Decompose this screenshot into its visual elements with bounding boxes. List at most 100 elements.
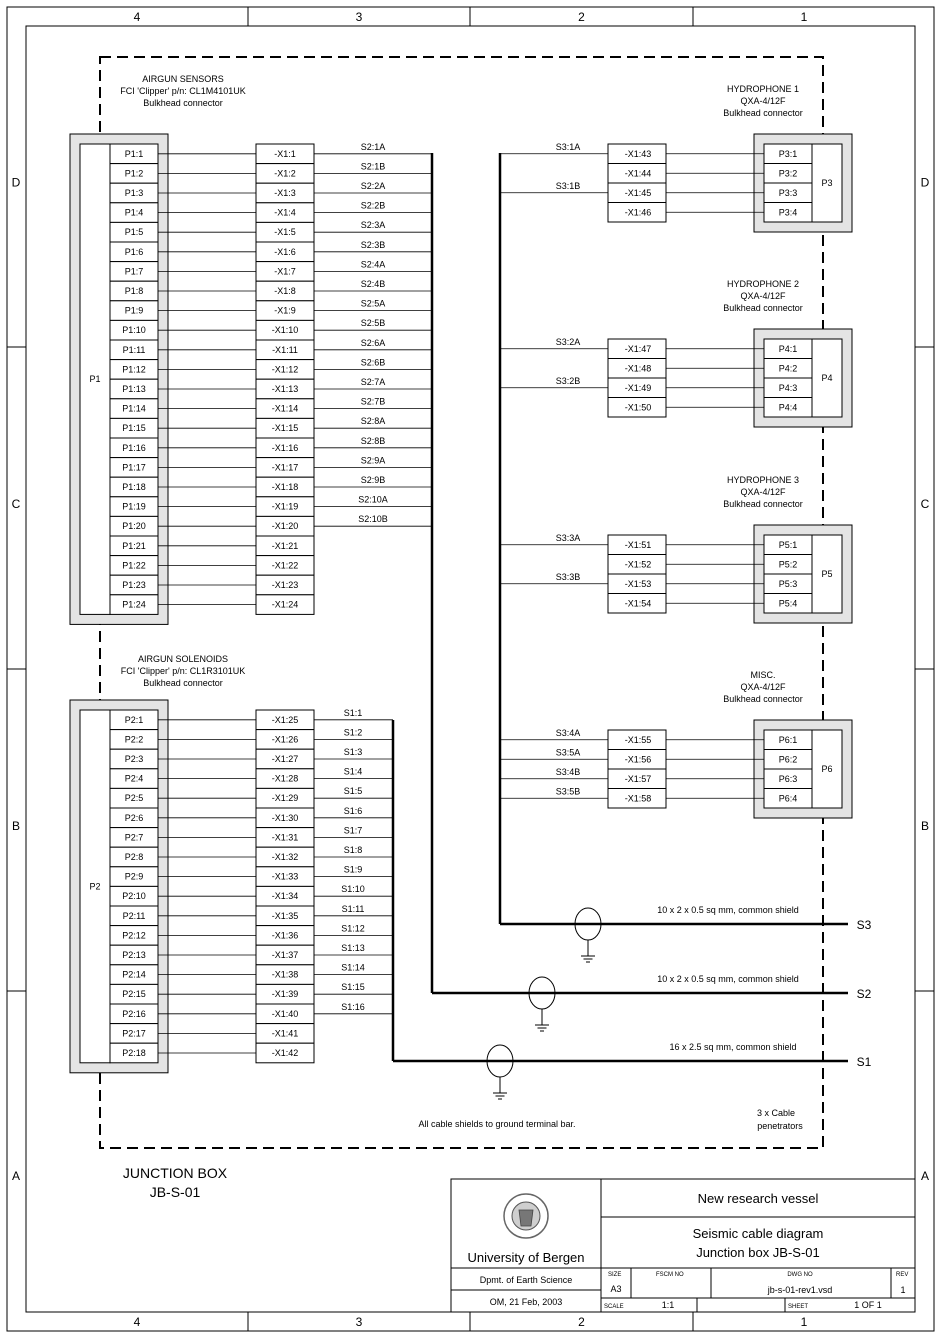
row-label: C xyxy=(12,497,21,511)
pin-label: P1:15 xyxy=(122,423,146,433)
wire-label: S1:5 xyxy=(344,786,363,796)
wire-label: S1:9 xyxy=(344,865,363,875)
terminal-label: -X1:10 xyxy=(272,325,299,335)
wire-label: S3:4B xyxy=(556,767,581,777)
column-label: 2 xyxy=(578,1315,585,1329)
junction-box-outline xyxy=(99,56,824,1149)
wire-label: S2:3A xyxy=(361,220,386,230)
terminal-label: -X1:25 xyxy=(272,715,299,725)
wire-label: S2:6A xyxy=(361,338,386,348)
wire-label: S2:1A xyxy=(361,142,386,152)
terminal-label: -X1:57 xyxy=(625,774,652,784)
note-penetrators: 3 x Cable xyxy=(757,1108,795,1118)
cable-id: S3 xyxy=(857,918,872,932)
connector-name: P3 xyxy=(821,178,832,188)
pin-label: P2:7 xyxy=(125,832,144,842)
row-label: D xyxy=(12,176,21,190)
wire-label: S1:15 xyxy=(341,982,365,992)
column-label: 1 xyxy=(801,1315,808,1329)
connector-header: AIRGUN SOLENOIDS xyxy=(138,654,228,664)
connector-header: AIRGUN SENSORS xyxy=(142,74,224,84)
wire-label: S1:7 xyxy=(344,825,363,835)
pin-label: P3:1 xyxy=(779,149,798,159)
pin-label: P1:3 xyxy=(125,188,144,198)
wire-label: S1:13 xyxy=(341,943,365,953)
wire-label: S2:2B xyxy=(361,201,386,211)
terminal-label: -X1:36 xyxy=(272,930,299,940)
terminal-label: -X1:12 xyxy=(272,364,299,374)
wire-label: S2:1B xyxy=(361,161,386,171)
pin-label: P2:8 xyxy=(125,852,144,862)
terminal-label: -X1:55 xyxy=(625,735,652,745)
connector-header: QXA-4/12F xyxy=(740,682,786,692)
connector-header: MISC. xyxy=(750,670,775,680)
pin-label: P1:7 xyxy=(125,266,144,276)
wire-label: S2:5B xyxy=(361,318,386,328)
sheet-value: 1 OF 1 xyxy=(854,1300,882,1310)
terminal-label: -X1:42 xyxy=(272,1048,299,1058)
pin-label: P2:1 xyxy=(125,715,144,725)
pin-label: P1:12 xyxy=(122,364,146,374)
connector-header: HYDROPHONE 1 xyxy=(727,84,799,94)
sheet-label: SHEET xyxy=(788,1304,808,1310)
terminal-label: -X1:52 xyxy=(625,559,652,569)
terminal-label: -X1:39 xyxy=(272,989,299,999)
terminal-label: -X1:15 xyxy=(272,423,299,433)
pin-label: P1:5 xyxy=(125,227,144,237)
terminal-label: -X1:47 xyxy=(625,344,652,354)
pin-label: P1:13 xyxy=(122,384,146,394)
wire-label: S2:8A xyxy=(361,416,386,426)
pin-label: P1:4 xyxy=(125,208,144,218)
terminal-label: -X1:38 xyxy=(272,970,299,980)
rev-value: 1 xyxy=(900,1285,905,1295)
pin-label: P2:6 xyxy=(125,813,144,823)
pin-label: P2:3 xyxy=(125,754,144,764)
terminal-label: -X1:17 xyxy=(272,462,299,472)
wire-label: S1:14 xyxy=(341,963,365,973)
pin-label: P3:2 xyxy=(779,168,798,178)
connector-header: Bulkhead connector xyxy=(723,108,803,118)
pin-label: P1:14 xyxy=(122,404,146,414)
author-date: OM, 21 Feb, 2003 xyxy=(490,1297,563,1307)
wire-label: S3:5B xyxy=(556,786,581,796)
pin-label: P1:22 xyxy=(122,560,146,570)
wire-label: S1:4 xyxy=(344,767,363,777)
terminal-label: -X1:24 xyxy=(272,600,299,610)
connector-header: QXA-4/12F xyxy=(740,291,786,301)
connector-name: P1 xyxy=(89,374,100,384)
terminal-label: -X1:4 xyxy=(274,208,296,218)
pin-label: P1:23 xyxy=(122,580,146,590)
row-label: A xyxy=(921,1169,929,1183)
pin-label: P2:9 xyxy=(125,872,144,882)
column-label: 3 xyxy=(356,1315,363,1329)
terminal-label: -X1:1 xyxy=(274,149,296,159)
pin-label: P2:2 xyxy=(125,734,144,744)
connector-header: Bulkhead connector xyxy=(723,499,803,509)
terminal-label: -X1:16 xyxy=(272,443,299,453)
project-name: New research vessel xyxy=(698,1191,819,1206)
terminal-label: -X1:20 xyxy=(272,521,299,531)
terminal-label: -X1:6 xyxy=(274,247,296,257)
terminal-label: -X1:30 xyxy=(272,813,299,823)
connector-header: HYDROPHONE 3 xyxy=(727,475,799,485)
connector-header: FCI 'Clipper' p/n: CL1R3101UK xyxy=(121,666,246,676)
pin-label: P1:16 xyxy=(122,443,146,453)
wire-label: S3:3B xyxy=(556,572,581,582)
note-shields: All cable shields to ground terminal bar… xyxy=(418,1119,575,1129)
pin-label: P1:19 xyxy=(122,502,146,512)
wire-label: S1:8 xyxy=(344,845,363,855)
terminal-label: -X1:23 xyxy=(272,580,299,590)
terminal-label: -X1:33 xyxy=(272,872,299,882)
rev-label: REV xyxy=(896,1272,908,1278)
pin-label: P2:18 xyxy=(122,1048,146,1058)
cable-description: 10 x 2 x 0.5 sq mm, common shield xyxy=(657,974,799,984)
wire-label: S3:1A xyxy=(556,142,581,152)
wire-label: S1:12 xyxy=(341,923,365,933)
wire-label: S2:3B xyxy=(361,240,386,250)
terminal-label: -X1:58 xyxy=(625,793,652,803)
wire-label: S2:7B xyxy=(361,397,386,407)
scale-label: SCALE xyxy=(604,1304,624,1310)
terminal-label: -X1:8 xyxy=(274,286,296,296)
pin-label: P4:3 xyxy=(779,383,798,393)
pin-label: P1:24 xyxy=(122,600,146,610)
